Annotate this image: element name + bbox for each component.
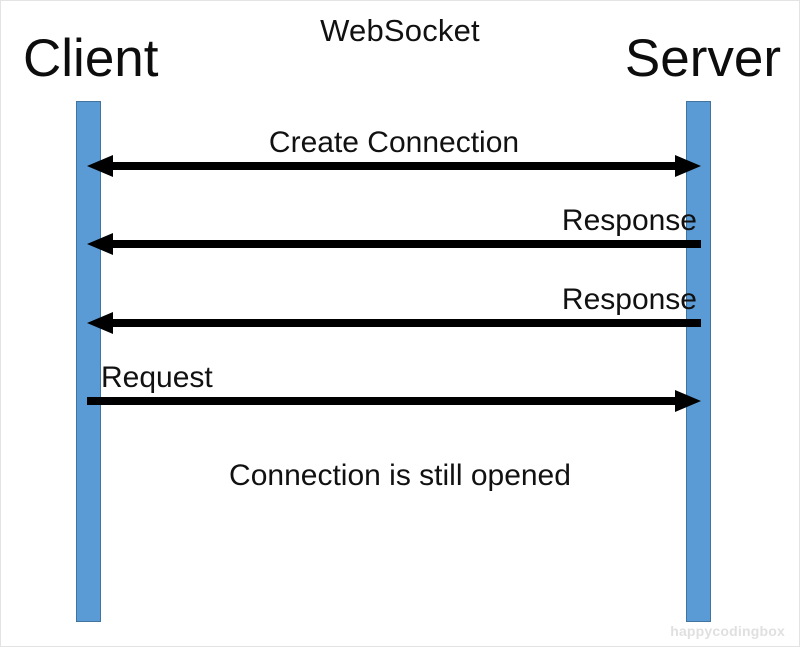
arrow-left-icon (87, 233, 701, 255)
lifeline-client (76, 101, 101, 622)
diagram-title: WebSocket (320, 13, 480, 48)
watermark: happycodingbox (670, 623, 785, 639)
message-label-create-connection: Create Connection (268, 125, 520, 159)
message-label-response-1: Response (561, 203, 697, 237)
arrow-left-icon (87, 312, 701, 334)
actor-label-server: Server (624, 29, 781, 88)
actor-label-client: Client (23, 29, 159, 88)
message-label-response-2: Response (561, 282, 697, 316)
lifeline-server (686, 101, 711, 622)
message-label-request: Request (101, 360, 213, 394)
arrow-right-icon (87, 390, 701, 412)
note-connection-open: Connection is still opened (229, 459, 571, 492)
arrow-bidirectional-icon (87, 155, 701, 177)
